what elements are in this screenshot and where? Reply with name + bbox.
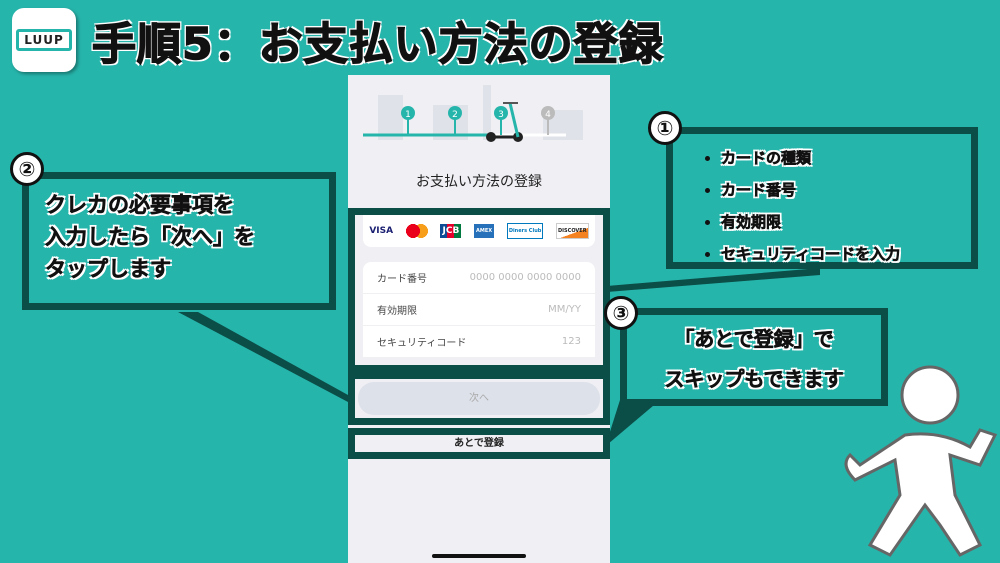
- step-marker: [401, 106, 415, 135]
- next-button[interactable]: 次へ: [358, 382, 600, 415]
- card-form: VISA JCB AMEX Diners Club DISCOVER カード番号…: [348, 208, 610, 372]
- step-marker: [448, 106, 462, 135]
- card-brands: VISA JCB AMEX Diners Club DISCOVER: [363, 215, 595, 247]
- step-marker: [541, 106, 555, 135]
- svg-text:2: 2: [452, 110, 458, 120]
- home-indicator: [432, 554, 526, 558]
- callout-1: カードの種類カード番号有効期限セキュリティコードを入力: [666, 127, 978, 269]
- step-number-3: ③: [604, 296, 638, 330]
- progress-illustration: 1 2 3 4: [363, 85, 583, 142]
- svg-text:3: 3: [498, 110, 504, 120]
- step-marker: [494, 106, 508, 135]
- visa-icon: VISA: [369, 226, 394, 236]
- amex-icon: AMEX: [474, 224, 495, 238]
- svg-text:1: 1: [405, 110, 411, 120]
- screen-heading: お支払い方法の登録: [416, 174, 542, 190]
- step-number-2: ②: [10, 152, 44, 186]
- step-number-1: ①: [648, 111, 682, 145]
- page-title: 手順5：お支払い方法の登録: [91, 18, 664, 71]
- luup-logo: LUUP: [12, 8, 76, 72]
- callout-3: 「あとで登録」でスキップもできます: [620, 308, 888, 406]
- register-later-button[interactable]: あとで登録: [454, 438, 504, 449]
- svg-text:4: 4: [545, 110, 551, 120]
- phone-screen: 1 2 3 4 お支払い方法の登録 VISA JCB AMEX Diners C…: [348, 75, 610, 563]
- jcb-icon: JCB: [440, 224, 462, 238]
- running-person-icon: [844, 365, 998, 557]
- diners-icon: Diners Club: [506, 223, 544, 239]
- callout-2: クレカの必要事項を入力したら「次へ」をタップします: [22, 172, 336, 310]
- discover-icon: DISCOVER: [556, 223, 589, 239]
- mastercard-icon: [405, 224, 428, 238]
- scooter-icon: [486, 102, 523, 142]
